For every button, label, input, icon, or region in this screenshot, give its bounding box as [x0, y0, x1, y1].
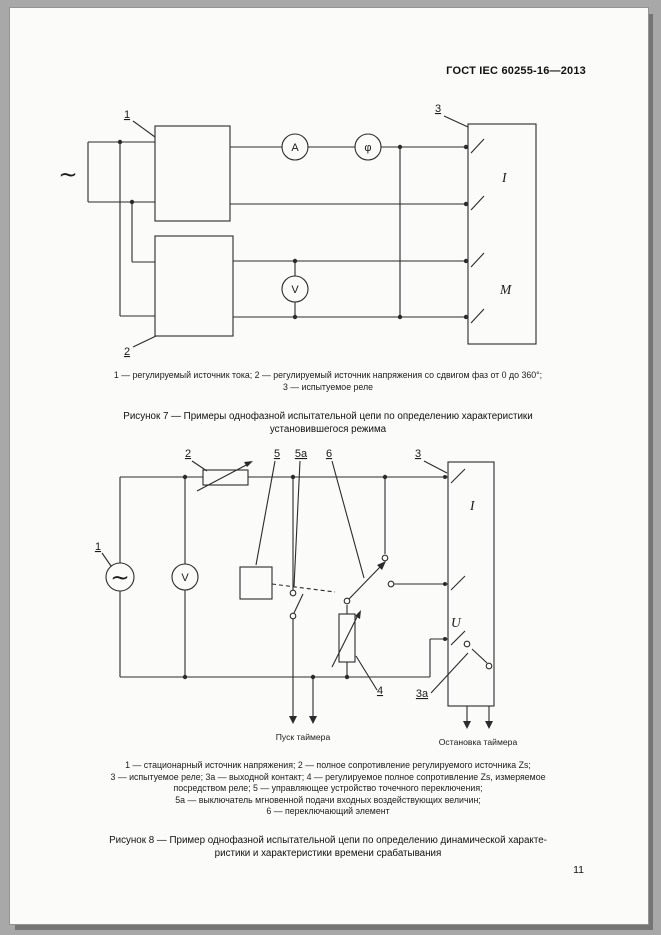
fig8-wires [119, 476, 490, 721]
page-number: 11 [573, 864, 584, 876]
ref-label-3: 3 [415, 448, 448, 474]
ref-3-text: 3 [435, 103, 441, 115]
figure7-title: Рисунок 7 — Примеры однофазной испытател… [58, 411, 598, 436]
ref-2-text: 2 [124, 346, 130, 358]
ref-label-3a: 3а [416, 652, 469, 700]
title-line: установившегося режима [269, 423, 387, 435]
ref-label-2: 2 [185, 448, 208, 472]
fig8-junction-dots [182, 474, 447, 680]
ref-6-text: 6 [326, 448, 332, 460]
voltmeter-label: V [291, 284, 299, 296]
ac-source-icon: ∼ [58, 161, 77, 187]
relay-current-input-label: I [501, 170, 508, 185]
voltmeter-label: V [181, 572, 189, 584]
ac-voltage-source: ∼ [105, 562, 135, 592]
caption-line: 3 — испытуемое реле [282, 381, 374, 392]
ref-5a-text: 5а [295, 448, 308, 460]
voltage-source-box [154, 235, 234, 337]
document-page: ГОСТ IEC 60255-16—2013 [10, 8, 648, 924]
ammeter: A [281, 133, 309, 161]
figure7-caption: 1 — регулируемый источник тока; 2 — регу… [38, 370, 618, 393]
ac-source-icon: ∼ [110, 564, 129, 590]
ref-3-text: 3 [415, 448, 421, 460]
fig7-wires [87, 141, 466, 318]
timer-start-label: Пуск таймера [276, 732, 331, 742]
measured-impedance-resistor [331, 610, 361, 668]
voltmeter: V [281, 275, 309, 303]
timer-stop-label: Остановка таймера [439, 737, 518, 747]
instant-switch-5a [289, 589, 304, 620]
phase-meter-label: φ [364, 142, 371, 154]
ref-label-1: 1 [124, 109, 156, 138]
relay-voltage-input-label: U [451, 615, 462, 630]
relay-under-test-box [467, 123, 537, 345]
source-impedance-resistor [196, 461, 253, 492]
caption-line: 1 — регулируемый источник тока; 2 — регу… [113, 370, 543, 380]
phase-meter: φ [354, 133, 382, 161]
voltmeter: V [171, 563, 199, 591]
title-line: Рисунок 8 — Пример однофазной испытатель… [109, 835, 547, 846]
ref-5-text: 5 [274, 448, 280, 460]
relay-terminal-ticks [450, 468, 466, 646]
ref-label-5: 5 [255, 448, 280, 566]
ref-label-1: 1 [95, 541, 112, 567]
current-source-box [154, 125, 231, 222]
ref-label-3: 3 [435, 103, 469, 128]
ref-label-6: 6 [326, 448, 365, 579]
ref-label-2: 2 [124, 335, 157, 358]
relay-measuring-input-label: M [499, 282, 512, 297]
title-line: ристики и характеристики времени срабаты… [214, 847, 442, 859]
caption-line: 6 — переключающий элемент [266, 806, 390, 816]
caption-line: 1 — стационарный источник напряжения; 2 … [125, 760, 531, 770]
ref-label-4: 4 [355, 655, 383, 697]
ref-3a-text: 3а [416, 688, 429, 700]
relay-current-input-label: I [469, 498, 476, 513]
figure8-diagram: ∼ V [95, 448, 518, 747]
switching-element-6 [343, 554, 395, 605]
timer-start-arrows [289, 716, 317, 724]
title-line: Рисунок 7 — Примеры однофазной испытател… [123, 411, 533, 422]
ref-1-text: 1 [95, 541, 101, 553]
figure7-diagram: ∼ A φ V 1 2 3 [58, 103, 537, 358]
caption-line: 5а — выключатель мгновенной подачи входн… [175, 794, 481, 805]
ref-2-text: 2 [185, 448, 191, 460]
ammeter-label: A [291, 142, 299, 154]
timer-stop-arrows [463, 721, 493, 729]
document-header: ГОСТ IEC 60255-16—2013 [446, 65, 586, 77]
relay-terminal-ticks [470, 138, 485, 324]
figure8-title: Рисунок 8 — Пример однофазной испытатель… [58, 835, 598, 860]
caption-line: 3 — испытуемое реле; 3а — выходной конта… [110, 771, 546, 782]
fig7-junction-dots [117, 139, 469, 320]
caption-line: посредством реле; 5 — управляющее устрой… [173, 783, 483, 793]
ref-1-text: 1 [124, 109, 130, 121]
ref-label-5a: 5а [293, 448, 308, 588]
figure8-caption: 1 — стационарный источник напряжения; 2 … [38, 760, 618, 818]
control-device-box [239, 566, 273, 600]
control-link-dashed [271, 583, 336, 593]
ref-4-text: 4 [377, 685, 383, 697]
output-contact-3a [463, 640, 493, 670]
